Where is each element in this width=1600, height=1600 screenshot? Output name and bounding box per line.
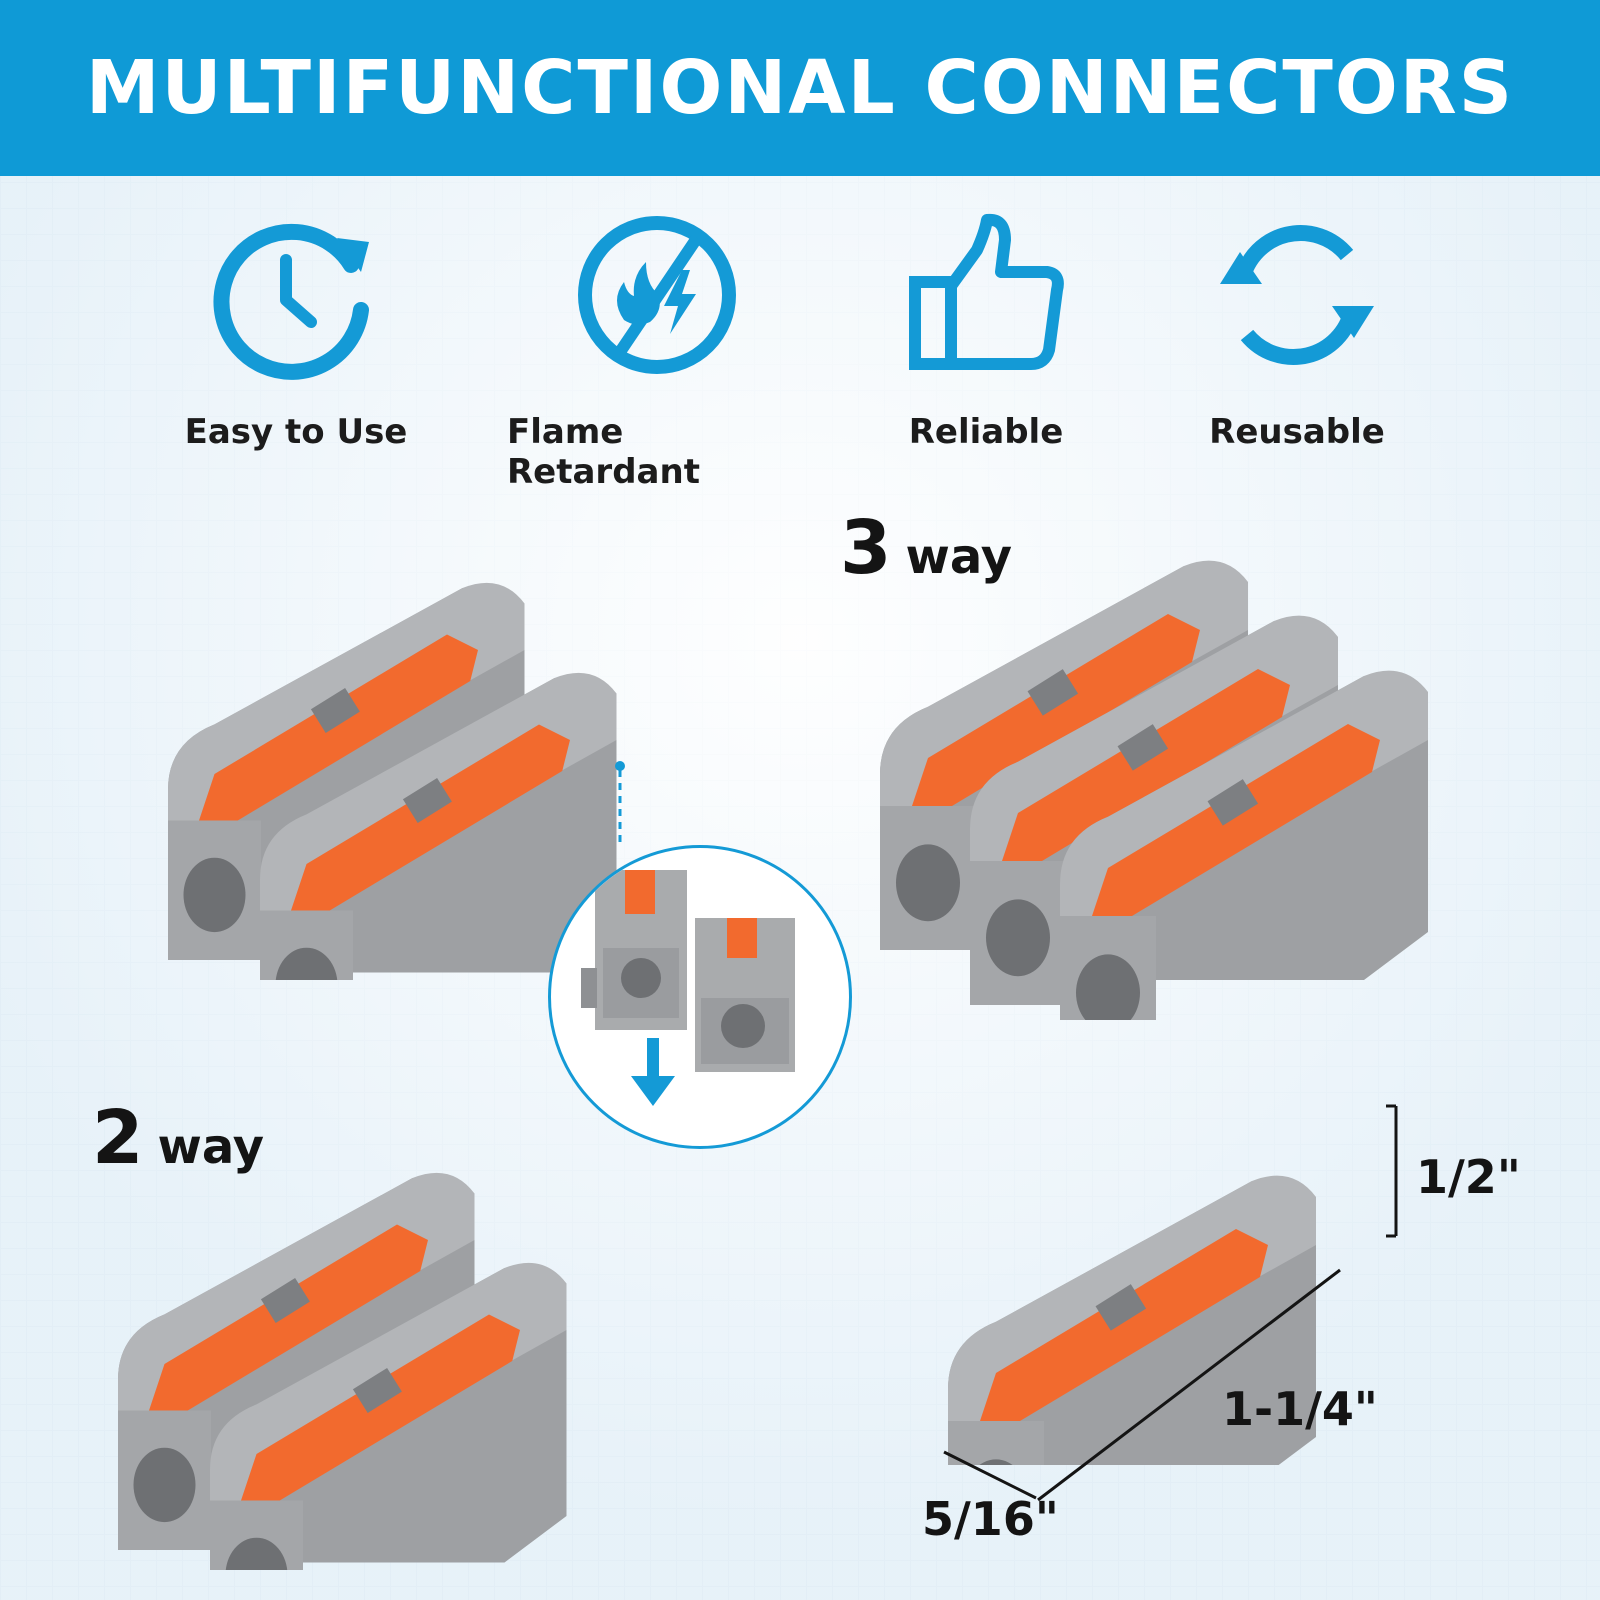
- page-title: MULTIFUNCTIONAL CONNECTORS: [85, 45, 1515, 131]
- feature-flame-retardant: Flame Retardant: [507, 210, 807, 492]
- connection-guide-line: [615, 761, 625, 848]
- assembly-detail-illustration: [581, 870, 795, 1106]
- dimension-length-label: 1-1/4": [1222, 1382, 1378, 1436]
- feature-label: Flame Retardant: [507, 412, 700, 492]
- feature-reliable: Reliable: [836, 210, 1136, 452]
- dimension-lines: [943, 1104, 1398, 1502]
- connector-two-way-bottom: [118, 1172, 567, 1570]
- recycle-arrows-icon: [1220, 225, 1374, 365]
- dimension-width-label: 5/16": [922, 1492, 1059, 1546]
- feature-reusable: Reusable: [1147, 210, 1447, 452]
- assembly-detail-inset: [548, 845, 852, 1149]
- clock-refresh-icon: [213, 223, 369, 380]
- connector-three-way: [880, 560, 1428, 1020]
- thumbs-up-icon: [909, 213, 1064, 370]
- header-banner: MULTIFUNCTIONAL CONNECTORS: [0, 0, 1600, 176]
- flame-lightning-prohibited-icon: [578, 216, 736, 374]
- feature-easy-to-use: Easy to Use: [146, 210, 446, 452]
- feature-label: Reliable: [908, 412, 1064, 452]
- feature-label: Reusable: [1209, 412, 1385, 452]
- feature-label: Easy to Use: [184, 412, 408, 452]
- dimension-height-label: 1/2": [1416, 1150, 1521, 1204]
